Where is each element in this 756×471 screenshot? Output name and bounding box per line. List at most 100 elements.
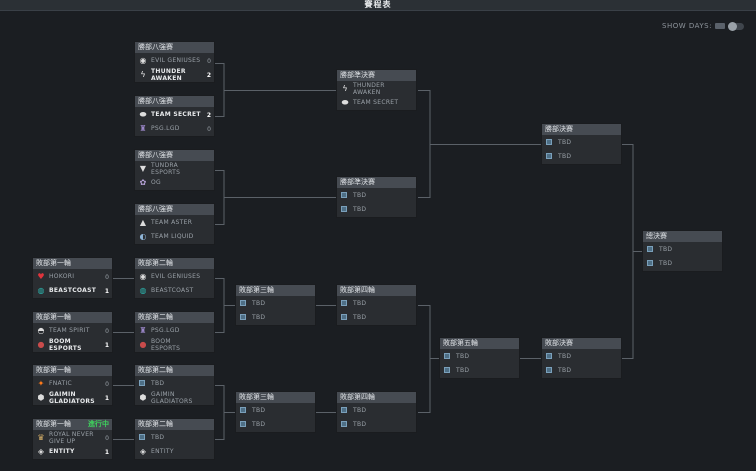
toggle-knob bbox=[727, 21, 737, 31]
team-name: TBD bbox=[151, 380, 165, 388]
team-row[interactable]: TBD bbox=[542, 365, 621, 378]
team-row[interactable]: TBD bbox=[440, 365, 519, 378]
team-row[interactable]: ✦ FNATIC 0 bbox=[33, 378, 112, 391]
team-name: TBD bbox=[659, 246, 673, 254]
match-label-text: 敗部第一輪 bbox=[36, 420, 71, 428]
match-upper-sf-2[interactable]: 勝部準決賽 TBD TBD bbox=[337, 177, 416, 217]
team-row[interactable]: ● BOOM ESPORTS bbox=[135, 338, 214, 352]
team-row[interactable]: TBD bbox=[337, 312, 416, 325]
thunder-awaken-icon: ϟ bbox=[342, 84, 348, 93]
team-row[interactable]: ⬢ GAIMIN GLADIATORS 1 bbox=[33, 391, 112, 405]
team-row[interactable]: TBD bbox=[236, 312, 315, 325]
boom-esports-icon: ● bbox=[139, 340, 147, 349]
show-days-toggle[interactable] bbox=[727, 21, 744, 31]
match-label: 敗部第一輪 bbox=[33, 312, 112, 323]
tbd-icon bbox=[546, 153, 552, 159]
team-name: TBD bbox=[558, 153, 572, 161]
team-row[interactable]: ✿ OG bbox=[135, 177, 214, 190]
team-name: BOOM ESPORTS bbox=[49, 338, 82, 352]
team-row[interactable]: ϟ THUNDER AWAKEN 2 bbox=[135, 68, 214, 82]
match-label: 勝部準決賽 bbox=[337, 177, 416, 188]
match-grand-final[interactable]: 總決賽 TBD TBD bbox=[643, 231, 722, 271]
match-upper-final[interactable]: 勝部決賽 TBD TBD bbox=[542, 124, 621, 164]
team-row[interactable]: ◈ ENTITY bbox=[135, 446, 214, 459]
team-row[interactable]: ϟ THUNDER AWAKEN bbox=[337, 82, 416, 96]
team-row[interactable]: ♜ PSG.LGD 0 bbox=[135, 123, 214, 136]
team-name: GAIMIN GLADIATORS bbox=[49, 391, 95, 405]
match-lower-r2-2[interactable]: 敗部第二輪 ♜ PSG.LGD ● BOOM ESPORTS bbox=[135, 312, 214, 352]
team-row[interactable]: TBD bbox=[236, 298, 315, 311]
team-row[interactable]: ◓ TEAM SPIRIT 0 bbox=[33, 325, 112, 338]
team-name: TBD bbox=[151, 434, 165, 442]
page-title: 賽程表 bbox=[364, 0, 392, 9]
team-row[interactable]: ♜ PSG.LGD bbox=[135, 325, 214, 338]
team-row[interactable]: ▲ TEAM ASTER bbox=[135, 217, 214, 230]
tbd-icon bbox=[341, 421, 347, 427]
team-name: TBD bbox=[456, 367, 470, 375]
team-row[interactable]: ♛ ROYAL NEVER GIVE UP 0 bbox=[33, 431, 112, 445]
team-row[interactable]: ▼ TUNDRA ESPORTS bbox=[135, 162, 214, 176]
team-row[interactable]: ♥ HOKORI 0 bbox=[33, 271, 112, 284]
team-row[interactable]: TBD bbox=[337, 190, 416, 203]
team-name: OG bbox=[151, 179, 161, 187]
team-row[interactable]: ◐ TEAM LIQUID bbox=[135, 231, 214, 244]
team-row[interactable]: TBD bbox=[337, 204, 416, 217]
team-row[interactable]: TBD bbox=[236, 419, 315, 432]
match-label: 勝部八強賽 bbox=[135, 42, 214, 53]
match-upper-qf-3[interactable]: 勝部八強賽 ▼ TUNDRA ESPORTS ✿ OG bbox=[135, 150, 214, 190]
match-lower-final[interactable]: 敗部決賽 TBD TBD bbox=[542, 338, 621, 378]
team-row[interactable]: ◈ ENTITY 1 bbox=[33, 446, 112, 459]
team-row[interactable]: TBD bbox=[337, 405, 416, 418]
team-row[interactable]: TBD bbox=[337, 298, 416, 311]
team-row[interactable]: ⬬ TEAM SECRET 2 bbox=[135, 109, 214, 122]
team-row[interactable]: TBD bbox=[542, 351, 621, 364]
team-row[interactable]: ◉ EVIL GENIUSES 0 bbox=[135, 55, 214, 68]
tbd-icon bbox=[341, 192, 347, 198]
match-upper-qf-1[interactable]: 勝部八強賽 ◉ EVIL GENIUSES 0 ϟ THUNDER AWAKEN… bbox=[135, 42, 214, 82]
match-label: 敗部第三輪 bbox=[236, 392, 315, 403]
match-lower-r4-1[interactable]: 敗部第四輪 TBD TBD bbox=[337, 285, 416, 325]
match-lower-r1-4[interactable]: 敗部第一輪 進行中 ♛ ROYAL NEVER GIVE UP 0 ◈ ENTI… bbox=[33, 419, 112, 459]
match-lower-r1-2[interactable]: 敗部第一輪 ◓ TEAM SPIRIT 0 ● BOOM ESPORTS 1 bbox=[33, 312, 112, 352]
team-row[interactable]: ⬢ GAIMIN GLADIATORS bbox=[135, 391, 214, 405]
team-row[interactable]: TBD bbox=[542, 137, 621, 150]
match-lower-r3-2[interactable]: 敗部第三輪 TBD TBD bbox=[236, 392, 315, 432]
team-row[interactable]: TBD bbox=[135, 432, 214, 445]
team-name: HOKORI bbox=[49, 273, 75, 281]
match-lower-r1-3[interactable]: 敗部第一輪 ✦ FNATIC 0 ⬢ GAIMIN GLADIATORS 1 bbox=[33, 365, 112, 405]
team-name: BEASTCOAST bbox=[151, 287, 194, 295]
match-label-text: 敗部第一輪 bbox=[36, 313, 71, 321]
match-label: 勝部八強賽 bbox=[135, 96, 214, 107]
team-row[interactable]: TBD bbox=[337, 419, 416, 432]
match-upper-sf-1[interactable]: 勝部準決賽 ϟ THUNDER AWAKEN ⬬ TEAM SECRET bbox=[337, 70, 416, 110]
team-row[interactable]: TBD bbox=[135, 378, 214, 391]
team-name: THUNDER AWAKEN bbox=[151, 68, 186, 82]
match-lower-r4-2[interactable]: 敗部第四輪 TBD TBD bbox=[337, 392, 416, 432]
team-row[interactable]: TBD bbox=[440, 351, 519, 364]
team-row[interactable]: TBD bbox=[542, 151, 621, 164]
match-lower-r5[interactable]: 敗部第五輪 TBD TBD bbox=[440, 338, 519, 378]
match-upper-qf-4[interactable]: 勝部八強賽 ▲ TEAM ASTER ◐ TEAM LIQUID bbox=[135, 204, 214, 244]
team-name: TUNDRA ESPORTS bbox=[151, 162, 181, 176]
tbd-icon bbox=[341, 206, 347, 212]
match-lower-r1-1[interactable]: 敗部第一輪 ♥ HOKORI 0 ◍ BEASTCOAST 1 bbox=[33, 258, 112, 298]
team-row[interactable]: TBD bbox=[236, 405, 315, 418]
match-label: 勝部八強賽 bbox=[135, 204, 214, 215]
team-row[interactable]: ◍ BEASTCOAST bbox=[135, 285, 214, 298]
team-row[interactable]: ⬬ TEAM SECRET bbox=[337, 97, 416, 110]
entity-icon: ◈ bbox=[139, 447, 147, 456]
match-upper-qf-2[interactable]: 勝部八強賽 ⬬ TEAM SECRET 2 ♜ PSG.LGD 0 bbox=[135, 96, 214, 136]
tbd-icon bbox=[240, 314, 246, 320]
team-secret-icon: ⬬ bbox=[341, 98, 349, 107]
team-score: 2 bbox=[206, 72, 211, 79]
match-lower-r2-4[interactable]: 敗部第二輪 TBD ◈ ENTITY bbox=[135, 419, 214, 459]
team-row[interactable]: ◍ BEASTCOAST 1 bbox=[33, 285, 112, 298]
team-score: 1 bbox=[104, 395, 109, 402]
match-lower-r2-1[interactable]: 敗部第二輪 ◉ EVIL GENIUSES ◍ BEASTCOAST bbox=[135, 258, 214, 298]
team-row[interactable]: TBD bbox=[643, 258, 722, 271]
match-lower-r3-1[interactable]: 敗部第三輪 TBD TBD bbox=[236, 285, 315, 325]
team-row[interactable]: TBD bbox=[643, 244, 722, 257]
team-row[interactable]: ◉ EVIL GENIUSES bbox=[135, 271, 214, 284]
team-row[interactable]: ● BOOM ESPORTS 1 bbox=[33, 338, 112, 352]
match-lower-r2-3[interactable]: 敗部第二輪 TBD ⬢ GAIMIN GLADIATORS bbox=[135, 365, 214, 405]
